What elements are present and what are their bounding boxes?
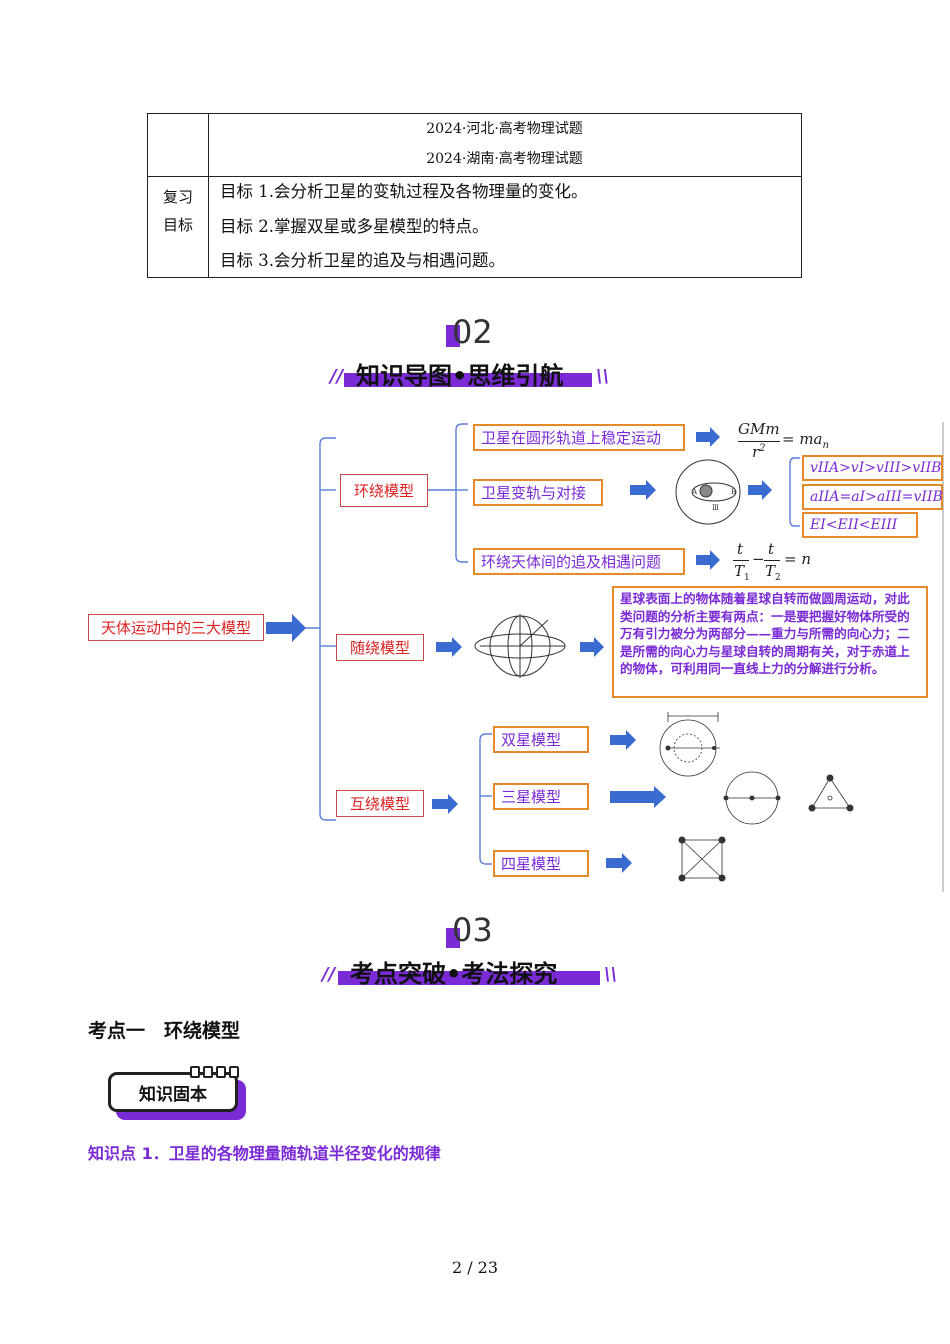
branch-mutual-orbit-model: 互绕模型 xyxy=(336,790,424,817)
svg-text:A: A xyxy=(691,488,698,496)
chase-sub: 2 xyxy=(775,573,781,583)
section-title-underline xyxy=(344,373,592,387)
table-divider xyxy=(148,176,801,177)
section-03-number: 03 xyxy=(452,911,493,949)
mindmap-root: 天体运动中的三大模型 xyxy=(88,614,264,641)
section-title-underline xyxy=(338,971,600,985)
page-number: 2 / 23 xyxy=(451,1258,499,1277)
formula-sub-n: n xyxy=(822,440,829,451)
mutual-item-triple: 三星模型 xyxy=(493,783,589,810)
fraction-bar xyxy=(738,441,780,442)
badge-ring-icon xyxy=(190,1066,239,1078)
chase-minus: − xyxy=(752,550,765,568)
chase-sub: 1 xyxy=(744,573,750,583)
exam-source-1: 2024·河北·高考物理试题 xyxy=(426,121,583,137)
orbit-item-stable: 卫星在圆形轨道上稳定运动 xyxy=(473,424,685,451)
mutual-item-quad: 四星模型 xyxy=(493,850,589,877)
section-03-title: 考点突破•考法探究 xyxy=(350,960,558,988)
formula-r: r xyxy=(752,443,760,461)
branch-co-rotation-model: 随绕模型 xyxy=(336,634,424,661)
title-slash-right: \\ xyxy=(604,964,618,985)
title-slash-left: // xyxy=(322,964,336,985)
knowledge-badge: 知识固本 xyxy=(108,1072,238,1112)
exam-source-2: 2024·湖南·高考物理试题 xyxy=(426,151,583,167)
goal-label-line2: 目标 xyxy=(162,216,193,234)
exam-point-heading: 考点一 环绕模型 xyxy=(88,1020,241,1042)
mutual-item-binary: 双星模型 xyxy=(493,726,589,753)
svg-text:Ⅲ: Ⅲ xyxy=(712,504,719,512)
goal-label-line1: 复习 xyxy=(162,188,193,206)
goal-3: 目标 3.会分析卫星的追及与相遇问题。 xyxy=(220,251,505,270)
orbit-item-transfer: 卫星变轨与对接 xyxy=(473,479,603,506)
table-divider xyxy=(208,114,209,277)
formula-gravity-denominator: r2 xyxy=(752,443,766,461)
energy-comparison: EI<EII<EIII xyxy=(802,512,918,538)
title-slash-right: \\ xyxy=(596,366,610,387)
surface-object-description: 星球表面上的物体随着星球自转而做圆周运动，对此类问题的分析主要有两点：一是要把握… xyxy=(612,586,928,698)
section-02-number: 02 xyxy=(452,313,493,351)
goal-1: 目标 1.会分析卫星的变轨过程及各物理量的变化。 xyxy=(220,182,588,201)
fraction-bar xyxy=(764,560,780,561)
chase-T: T xyxy=(734,562,745,580)
orbit-item-chase: 环绕天体间的追及相遇问题 xyxy=(473,548,685,575)
formula-ma: = ma xyxy=(782,430,823,448)
goal-2: 目标 2.掌握双星或多星模型的特点。 xyxy=(220,217,489,236)
chase-T: T xyxy=(765,562,776,580)
chase-t1-numerator: t xyxy=(737,540,744,558)
section-number-accent xyxy=(446,928,460,948)
review-goals-table: 2024·河北·高考物理试题 2024·湖南·高考物理试题 复习 目标 目标 1… xyxy=(147,113,802,278)
chase-rhs: = n xyxy=(784,550,811,568)
formula-gravity-numerator: GMm xyxy=(738,420,780,438)
chase-t2-numerator: t xyxy=(768,540,775,558)
chase-t1-denominator: T1 xyxy=(734,562,750,583)
formula-exp: 2 xyxy=(759,443,766,454)
title-slash-left: // xyxy=(330,366,344,387)
knowledge-point-1: 知识点 1．卫星的各物理量随轨道半径变化的规律 xyxy=(88,1144,441,1163)
branch-orbit-model: 环绕模型 xyxy=(340,474,428,507)
formula-gravity-rhs: = man xyxy=(782,430,829,451)
fraction-bar xyxy=(733,560,749,561)
section-number-accent xyxy=(446,325,460,347)
acceleration-comparison: aIIA=aI>aIII=vIIB xyxy=(802,484,943,510)
chase-t2-denominator: T2 xyxy=(765,562,781,583)
section-02-title: 知识导图•思维引航 xyxy=(356,362,564,390)
velocity-comparison: vIIA>vI>vIII>vIIB xyxy=(802,455,943,481)
svg-text:B: B xyxy=(731,488,736,496)
